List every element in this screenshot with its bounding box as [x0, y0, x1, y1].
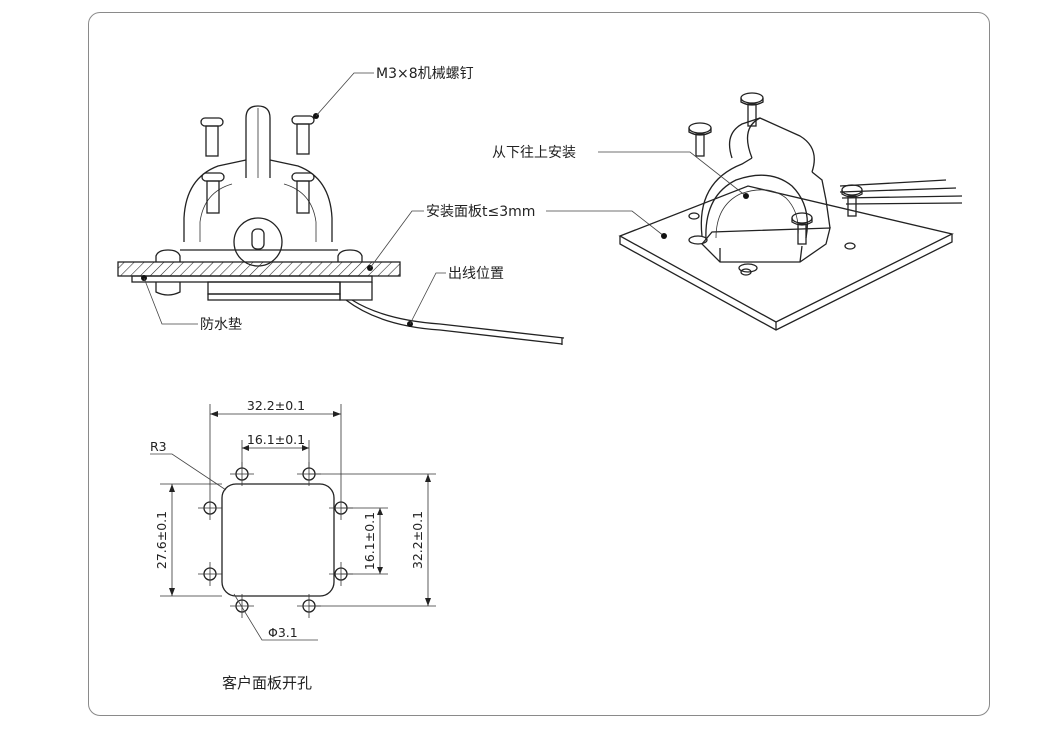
- mount-hole: [198, 562, 222, 586]
- mid-screw-right: [291, 172, 315, 214]
- mount-hole: [198, 496, 222, 520]
- drawing-frame: [88, 12, 990, 716]
- dim-inner-height: 16.1±0.1: [362, 512, 377, 570]
- gasket: [131, 275, 373, 283]
- mounting-panel-section: [117, 261, 401, 277]
- dome-body: [183, 159, 333, 242]
- iso-dome: [700, 157, 753, 237]
- iso-screw-right: [841, 184, 863, 217]
- iso-screw-front: [791, 212, 813, 245]
- dim-radius: R3: [150, 439, 167, 454]
- dim-left-height: 27.6±0.1: [154, 511, 169, 569]
- bottom-plate: [207, 281, 341, 295]
- wire-1: [345, 299, 563, 345]
- label-install-direction: 从下往上安装: [492, 145, 576, 161]
- iso-screw-bottom-left: [688, 235, 708, 245]
- upper-screw-left: [200, 117, 224, 157]
- center-post: [245, 105, 271, 178]
- iso-screw-top: [740, 92, 764, 127]
- dim-hole-diameter: Φ3.1: [268, 625, 298, 640]
- upper-screw-right: [291, 115, 315, 155]
- dim-outer-height: 32.2±0.1: [410, 511, 425, 569]
- iso-screw-loose: [688, 122, 712, 157]
- inner-wheel: [233, 217, 283, 267]
- dim-outer-width: 32.2±0.1: [247, 398, 305, 413]
- iso-view-annotations: 从下往上安装: [492, 145, 749, 239]
- label-screw: M3×8机械螺钉: [376, 66, 474, 82]
- mid-screw-left: [201, 172, 225, 214]
- mount-hole: [230, 594, 254, 618]
- isometric-view: [618, 92, 963, 331]
- panel-cutout-drawing: 32.2±0.1 16.1±0.1 R3 27.6±0.1 16.1±0.1 3…: [150, 398, 436, 692]
- side-view-annotations: M3×8机械螺钉 安装面板t≤3mm 出线位置 防水垫: [141, 66, 665, 333]
- cutout-caption: 客户面板开孔: [222, 674, 312, 692]
- iso-screw-bottom: [738, 263, 758, 273]
- dim-inner-width: 16.1±0.1: [247, 432, 305, 447]
- iso-plate: [618, 185, 954, 323]
- label-wire-exit: 出线位置: [448, 266, 504, 282]
- label-panel: 安装面板t≤3mm: [426, 204, 535, 220]
- cutout-opening: [221, 483, 335, 597]
- label-gasket: 防水垫: [200, 317, 242, 333]
- wire-2: [351, 299, 565, 339]
- side-section-view: [117, 105, 565, 345]
